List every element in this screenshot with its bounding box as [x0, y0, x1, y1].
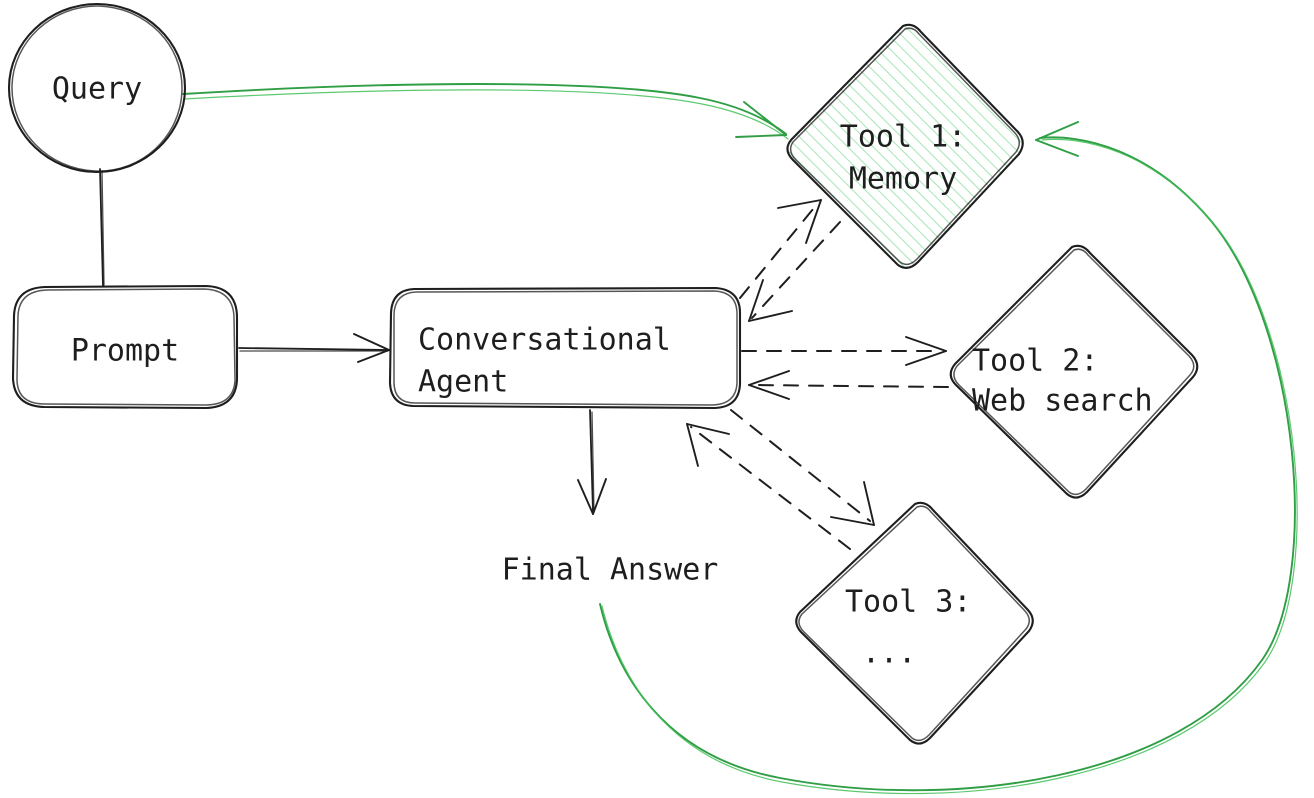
- node-tool1-label-line2: Memory: [849, 162, 957, 197]
- edge-agent-to-final-answer: [577, 409, 607, 515]
- node-query-label: Query: [52, 72, 142, 107]
- edge-tool3-to-agent: [686, 423, 851, 550]
- node-tool3-label-line1: Tool 3:: [845, 585, 971, 620]
- edge-agent-to-tool2: [741, 336, 947, 366]
- node-query[interactable]: Query: [7, 2, 187, 174]
- node-prompt[interactable]: Prompt: [11, 284, 239, 410]
- node-conversational-agent[interactable]: Conversational Agent: [388, 286, 742, 410]
- node-final-answer-label: Final Answer: [502, 553, 719, 588]
- node-tool2-label-line2: Web search: [972, 384, 1153, 419]
- edge-final-answer-to-tool1: [599, 121, 1298, 795]
- edge-query-to-prompt: [99, 168, 105, 287]
- edge-prompt-to-agent: [238, 333, 390, 363]
- node-tool3-label-line2: ...: [862, 636, 916, 671]
- node-final-answer: Final Answer: [502, 553, 719, 588]
- edge-tool2-to-agent: [748, 370, 949, 400]
- edge-agent-to-tool3: [730, 409, 875, 526]
- edge-query-to-tool1: [182, 83, 789, 140]
- node-tool-2-web-search[interactable]: Tool 2: Web search: [949, 244, 1199, 499]
- node-tool1-label-line1: Tool 1:: [840, 120, 966, 155]
- node-agent-label-line2: Agent: [418, 365, 508, 400]
- edge-agent-to-tool1: [739, 199, 822, 299]
- node-agent-label-line1: Conversational: [418, 323, 671, 358]
- node-tool-3[interactable]: Tool 3: ...: [795, 501, 1034, 745]
- edge-tool1-to-agent: [748, 221, 841, 322]
- node-tool-1-memory[interactable]: Tool 1: Memory: [770, 10, 1040, 290]
- node-prompt-label: Prompt: [71, 334, 179, 369]
- node-tool2-label-line1: Tool 2:: [972, 344, 1098, 379]
